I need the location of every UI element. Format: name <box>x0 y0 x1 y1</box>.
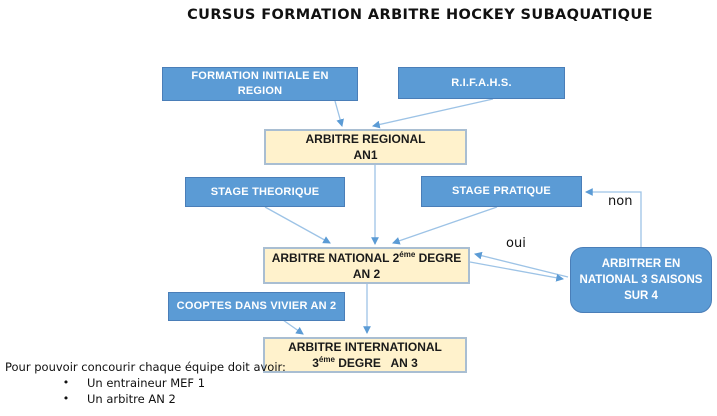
node-label-line: SUR 4 <box>624 290 658 302</box>
footnote-intro: Pour pouvoir concourir chaque équipe doi… <box>5 360 286 374</box>
node-label-line: FORMATION INITIALE EN <box>191 70 329 82</box>
connector-cooptes-to-international <box>282 319 304 335</box>
footnote-bullet-text: Un entraineur MEF 1 <box>87 376 206 390</box>
node-label-line: COOPTES DANS VIVIER AN 2 <box>176 300 337 312</box>
node-label-line: R.I.F.A.H.S. <box>451 76 512 89</box>
connector-formation-to-regional <box>334 100 344 128</box>
node-arbitre-national: ARBITRE NATIONAL 2éme DEGRE AN 2 <box>263 247 470 284</box>
node-label-line: ARBITRER EN <box>601 258 681 270</box>
bullet-icon: • <box>62 376 70 389</box>
node-stage-theorique: STAGE THEORIQUE <box>185 177 345 207</box>
footnote-bullet-row: • Un arbitre AN 2 <box>5 392 286 406</box>
footnote: Pour pouvoir concourir chaque équipe doi… <box>5 360 286 406</box>
node-label-line: STAGE PRATIQUE <box>452 185 551 197</box>
node-rifahs: R.I.F.A.H.S. <box>398 67 565 99</box>
footnote-bullet-text: Un arbitre AN 2 <box>87 392 176 406</box>
node-label-line: ARBITRE REGIONAL <box>305 132 426 146</box>
node-label-line: ARBITRE NATIONAL 2éme DEGRE <box>271 249 462 265</box>
node-cooptes: COOPTES DANS VIVIER AN 2 <box>168 292 345 321</box>
node-arbitre-international: ARBITRE INTERNATIONAL 3éme DEGRE AN 3 <box>263 337 467 373</box>
bullet-icon: • <box>62 392 70 405</box>
connector-national-to-arbitrer <box>469 261 565 282</box>
node-formation-initiale: FORMATION INITIALE EN REGION <box>162 67 358 101</box>
connector-arbitrer-to-pratique-non <box>584 188 642 247</box>
node-label-line: STAGE THEORIQUE <box>210 185 320 198</box>
connector-theorique-to-national <box>264 206 331 244</box>
footnote-bullet-row: • Un entraineur MEF 1 <box>5 376 286 390</box>
edge-label-oui: oui <box>506 236 526 251</box>
connector-pratique-to-national <box>392 206 498 245</box>
edge-label-non: non <box>608 194 633 209</box>
node-label-line: NATIONAL 3 SAISONS <box>579 274 703 286</box>
node-label-line: AN1 <box>353 148 378 162</box>
page-title: CURSUS FORMATION ARBITRE HOCKEY SUBAQUAT… <box>187 7 653 23</box>
node-label-line: REGION <box>237 85 283 97</box>
node-label-line: ARBITRE INTERNATIONAL <box>288 340 442 354</box>
node-arbitrer-en-national: ARBITRER EN NATIONAL 3 SAISONS SUR 4 <box>570 247 712 313</box>
connector-rifahs-to-regional <box>371 98 494 129</box>
node-label-line: 3éme DEGRE AN 3 <box>312 355 418 371</box>
connector-arbitrer-to-national-oui <box>473 251 569 278</box>
node-stage-pratique: STAGE PRATIQUE <box>421 176 582 207</box>
node-label-line: AN 2 <box>352 266 381 281</box>
node-arbitre-regional: ARBITRE REGIONAL AN1 <box>264 129 467 165</box>
